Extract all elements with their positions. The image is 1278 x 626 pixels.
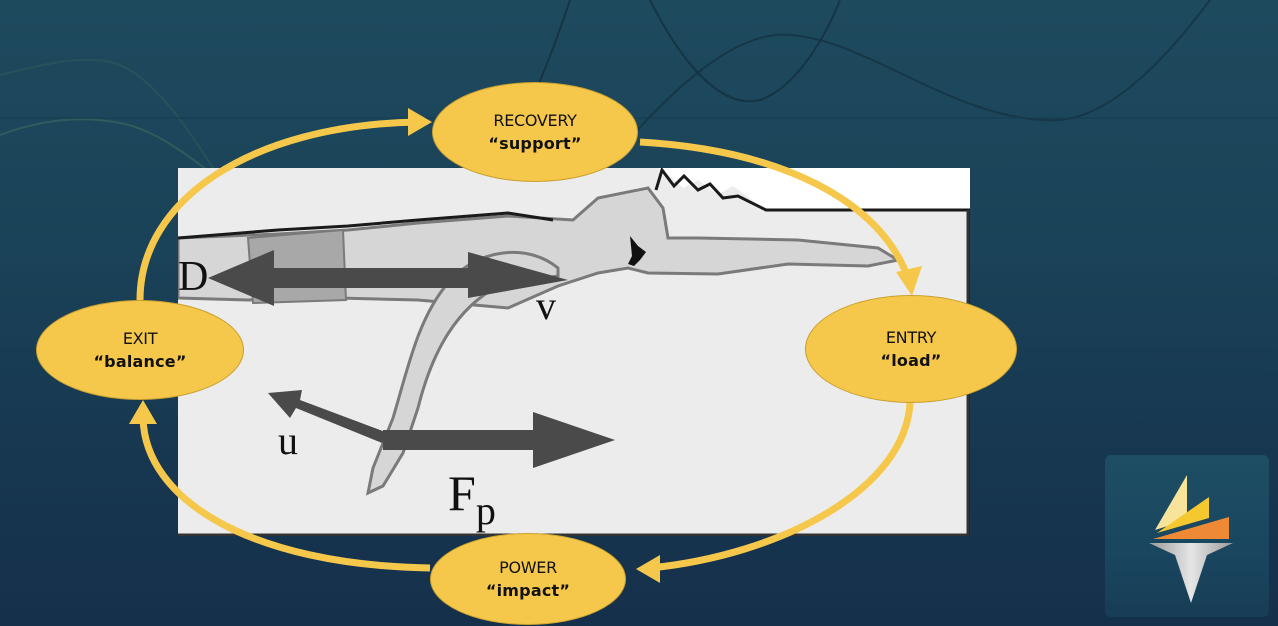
phase-label: POWER [499,558,557,577]
cycle-node-exit: EXIT “balance” [36,300,244,400]
arrowhead-entry [896,266,922,296]
water-surface [178,168,970,210]
logo-tile [1105,455,1269,617]
flame-orange [1153,517,1229,539]
drag-velocity-arrow [208,250,568,306]
quality-label: “balance” [93,352,187,371]
torch-icon [1149,475,1233,603]
force-symbol: F [448,465,476,521]
quality-label: “support” [488,134,582,153]
arrow-exit-to-recovery [136,118,419,301]
phase-label: ENTRY [885,328,937,347]
arrowhead-exit [129,400,157,424]
torch-handle [1149,543,1233,603]
cycle-node-power: POWER “impact” [430,533,626,625]
wave-line [0,118,241,196]
flame-light [1155,475,1187,530]
quality-label: “impact” [485,581,571,600]
propulsive-force-arrow [383,412,615,468]
flame-yellow [1157,497,1209,533]
arrowhead-recovery [408,108,432,136]
wave-splash [654,168,970,536]
arrowhead-power [636,555,660,583]
wave-line [649,0,841,103]
arrow-entry-to-power [649,402,914,572]
swimmer-back-outline [178,211,554,240]
hand-velocity-arrow [268,390,388,443]
velocity-label: v [536,283,556,328]
drag-label: D [178,254,209,300]
propulsive-force-label: Fp [448,468,496,531]
arrow-recovery-to-entry [639,138,912,280]
hand-velocity-label: u [278,418,298,463]
cycle-node-recovery: RECOVERY “support” [432,82,638,182]
phase-label: EXIT [122,329,158,348]
quality-label: “load” [880,351,942,370]
wave-line [619,0,1211,151]
cycle-node-entry: ENTRY “load” [805,295,1017,403]
phase-label: RECOVERY [493,111,577,130]
arrow-power-to-exit [139,417,431,572]
swimmer-eye [628,236,646,266]
force-subscript: p [475,488,496,533]
